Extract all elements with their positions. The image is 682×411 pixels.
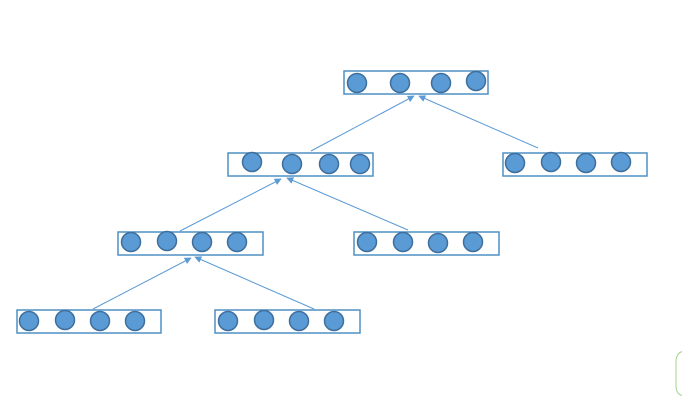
key-circle-level2-left-2 [156,230,178,252]
key-circle-root-2 [389,72,411,94]
key-circle-level3-right-2 [253,309,275,331]
node-level1-left [227,151,374,177]
key-circle-level3-left-4 [124,310,146,332]
key-circle-level1-left-1 [241,151,263,173]
key-circle-root-1 [346,72,368,94]
key-circle-level2-right-4 [462,231,484,253]
key-circle-level1-right-3 [575,152,597,174]
key-circle-level2-left-4 [226,231,248,253]
nodes-layer [16,70,648,334]
key-circle-level3-right-4 [323,310,345,332]
corner-fragment [675,351,682,396]
node-level2-right [353,231,500,256]
key-circle-level3-left-2 [54,309,76,331]
node-box-level3-left [16,309,162,334]
node-root [343,70,489,95]
node-level3-right [214,309,361,334]
edges-layer [92,95,539,310]
key-circle-level1-right-4 [610,151,632,173]
node-box-level3-right [214,309,361,334]
edge-level1-right-to-root [418,95,539,149]
key-circle-level2-right-2 [392,231,414,253]
edge-level3-left-to-level2-left [92,257,192,310]
edge-level2-left-to-level1-left [179,178,282,232]
node-level1-right [502,151,648,177]
key-circle-level2-right-3 [427,232,449,254]
edge-level2-right-to-level1-left [286,177,409,231]
edge-level3-right-to-level2-left [194,256,315,310]
key-circle-level1-right-2 [540,151,562,173]
edge-level1-left-to-root [310,95,415,152]
node-box-level2-left [117,231,264,256]
key-circle-level2-left-1 [120,231,142,253]
key-circle-level1-left-2 [281,153,303,175]
key-circle-level1-left-3 [318,153,340,175]
node-box-root [343,70,489,95]
node-level2-left [117,230,264,256]
node-box-level2-right [353,231,500,256]
key-circle-level2-left-3 [191,231,213,253]
key-circle-root-3 [430,72,452,94]
key-circle-level3-right-3 [288,310,310,332]
key-circle-level3-left-1 [18,310,40,332]
key-circle-level2-right-1 [356,231,378,253]
key-circle-level3-right-1 [217,310,239,332]
key-circle-level1-right-1 [504,152,526,174]
key-circle-level3-left-3 [89,310,111,332]
node-level3-left [16,309,162,334]
key-circle-root-4 [465,70,487,92]
node-box-level1-right [502,152,648,177]
key-circle-level1-left-4 [349,153,371,175]
